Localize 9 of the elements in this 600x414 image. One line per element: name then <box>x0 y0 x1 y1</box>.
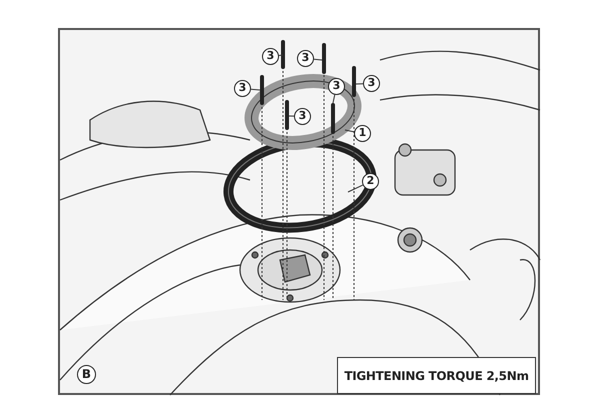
leader-line <box>288 116 294 117</box>
leader-line <box>332 94 336 104</box>
leader-line <box>313 58 322 60</box>
leader-line <box>356 83 364 84</box>
torque-note-box: TIGHTENING TORQUE 2,5Nm <box>337 357 536 394</box>
leader-line <box>344 130 355 132</box>
leader-line <box>250 88 260 90</box>
leader-line <box>278 54 284 56</box>
leader-line <box>348 184 364 192</box>
